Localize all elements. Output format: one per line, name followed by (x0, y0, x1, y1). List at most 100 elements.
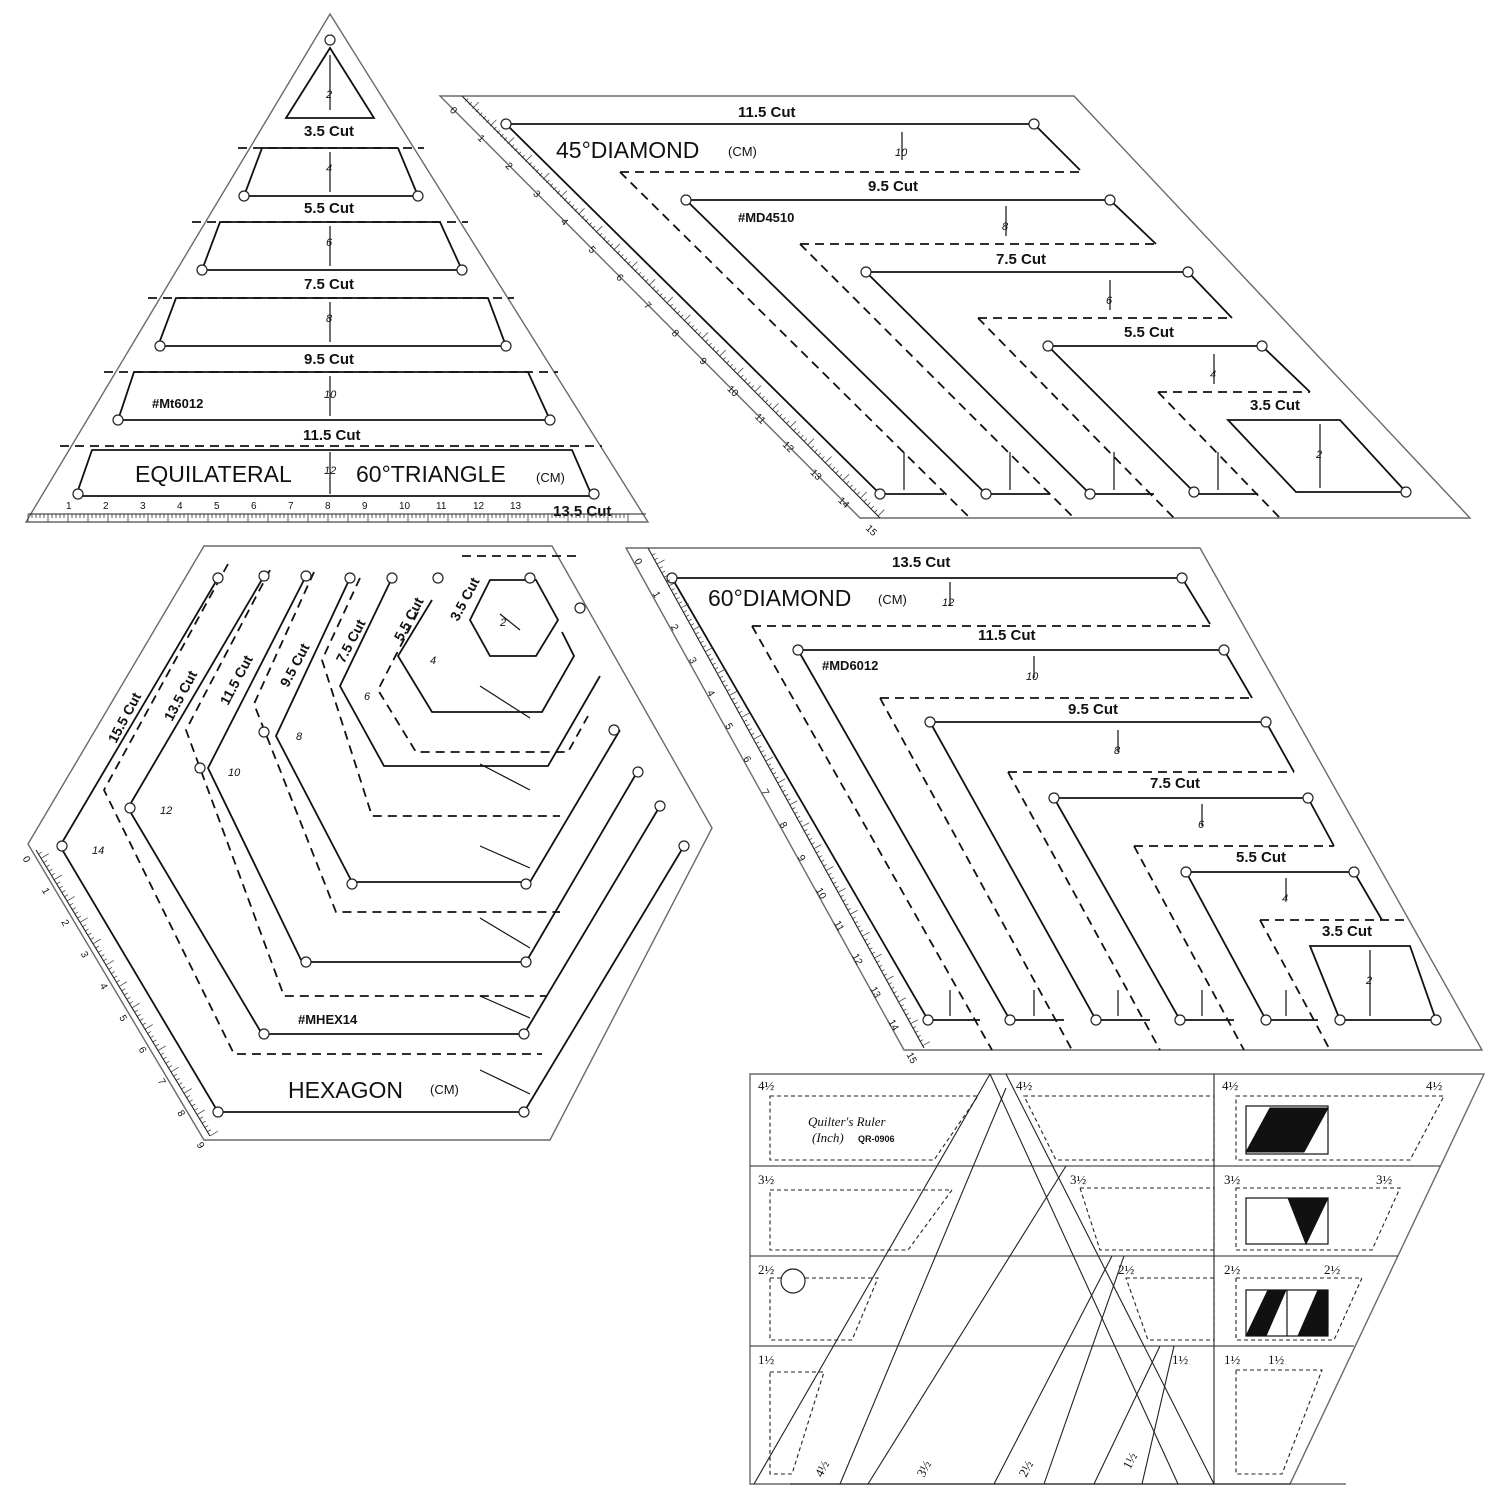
triangle-title: EQUILATERAL (135, 461, 292, 487)
hex-size-14: 14 (92, 845, 104, 857)
frac-1-5-d: 1½ (1268, 1352, 1285, 1367)
triangle-tick-label: 6 (251, 501, 257, 512)
diamond60-unit: (CM) (878, 592, 907, 607)
triangle-size-4: 4 (326, 163, 332, 175)
frac-2-5-a: 2½ (758, 1262, 775, 1277)
diamond-45-ruler: 11.5 Cut 9.5 Cut 7.5 Cut 5.5 Cut 3.5 Cut… (438, 95, 1472, 539)
diamond60-tick-label: 8 (777, 820, 790, 831)
triangle-cut-7-5: 7.5 Cut (304, 276, 354, 293)
diamond60-tick-label: 2 (668, 623, 681, 634)
diamond45-title: 45°DIAMOND (556, 137, 699, 163)
frac-2-5-c: 2½ (1224, 1262, 1241, 1277)
diamond60-tick-label: 1 (650, 590, 663, 601)
frac-1-5-b: 1½ (1172, 1352, 1189, 1367)
diamond45-cut-11-5: 11.5 Cut (738, 104, 796, 121)
hexagon-tick-label: 2 (58, 918, 71, 929)
diamond60-cut-7-5: 7.5 Cut (1150, 775, 1200, 792)
diamond60-cut-13-5: 13.5 Cut (892, 554, 950, 571)
diamond60-size-2: 2 (1365, 975, 1372, 987)
hex-size-8: 8 (296, 731, 303, 743)
frac-4-5-diag: 4½ (811, 1458, 832, 1480)
triangle-cut-11-5: 11.5 Cut (303, 427, 361, 444)
triangle-tick-label: 7 (288, 501, 294, 512)
frac-3-5-b: 3½ (1070, 1172, 1087, 1187)
diamond60-tick-label: 13 (867, 985, 882, 1000)
triangle-tick-label: 9 (362, 501, 368, 512)
diamond60-size-4: 4 (1282, 893, 1288, 905)
diamond45-cut-7-5: 7.5 Cut (996, 251, 1046, 268)
frac-4-5-b: 4½ (1016, 1078, 1033, 1093)
triangle-tick-label: 3 (140, 501, 146, 512)
hexagon-outline (27, 545, 713, 1141)
hexagon-ruler-labels: 0 1 2 3 4 5 6 7 8 9 (20, 854, 207, 1151)
diamond60-size-8: 8 (1114, 745, 1121, 757)
hexagon-tick-label: 4 (97, 982, 110, 993)
triangle-cut-13-5: 13.5 Cut (553, 503, 611, 520)
diamond60-tick-label: 6 (740, 754, 753, 765)
triangle-size-10: 10 (324, 389, 337, 401)
hex-size-10: 10 (228, 767, 241, 779)
diamond45-cut-5-5: 5.5 Cut (1124, 324, 1174, 341)
frac-1-5-a: 1½ (758, 1352, 775, 1367)
hexagon-tick-label: 6 (136, 1045, 149, 1056)
diamond60-tick-label: 10 (813, 886, 828, 901)
quilters-unit: (Inch) (812, 1130, 844, 1145)
diamond60-tick-label: 5 (722, 721, 735, 732)
triangle-cut-9-5: 9.5 Cut (304, 351, 354, 368)
diamond60-tick-label: 9 (795, 853, 808, 864)
diamond45-cut-9-5: 9.5 Cut (868, 178, 918, 195)
frac-1-5-diag: 1½ (1119, 1450, 1140, 1472)
triangle-tick-label: 8 (325, 501, 331, 512)
quilters-code: QR-0906 (858, 1134, 895, 1144)
hexagon-tick-label: 1 (39, 886, 52, 897)
triangle-tick-label: 13 (510, 501, 522, 512)
parallelogram-pair-swatch-icon (1245, 1289, 1329, 1337)
quilters-name: Quilter's Ruler (808, 1114, 886, 1129)
diamond60-cut-3-5: 3.5 Cut (1322, 923, 1372, 940)
triangle-cut-3-5: 3.5 Cut (304, 123, 354, 140)
diamond60-tick-label: 15 (904, 1051, 919, 1066)
half-triangle-swatch-icon (1245, 1197, 1329, 1246)
triangle-tick-label: 11 (436, 501, 447, 512)
diamond60-title: 60°DIAMOND (708, 585, 851, 611)
triangle-code: #Mt6012 (152, 396, 203, 411)
hex-size-4: 4 (430, 655, 436, 667)
diamond-45-outline (438, 95, 1472, 519)
frac-1-5-c: 1½ (1224, 1352, 1241, 1367)
diamond45-unit: (CM) (728, 144, 757, 159)
diamond60-cut-9-5: 9.5 Cut (1068, 701, 1118, 718)
diamond45-size-4: 4 (1210, 369, 1216, 381)
hexagon-tick-label: 5 (116, 1013, 129, 1024)
hex-size-12: 12 (160, 805, 172, 817)
triangle-ruler: 2 4 6 8 10 12 3.5 Cut 5.5 Cut 7.5 Cut 9.… (24, 12, 650, 523)
triangle-tick-label: 2 (103, 501, 109, 512)
triangle-size-2: 2 (325, 89, 332, 101)
frac-4-5-c: 4½ (1222, 1078, 1239, 1093)
diamond60-tick-label: 14 (885, 1018, 900, 1033)
hexagon-code: #MHEX14 (298, 1012, 358, 1027)
frac-4-5-a: 4½ (758, 1078, 775, 1093)
diamond60-size-12: 12 (942, 597, 954, 609)
diamond60-tick-label: 0 (632, 557, 645, 568)
frac-3-5-d: 3½ (1376, 1172, 1393, 1187)
diamond60-size-6: 6 (1198, 819, 1205, 831)
hexagon-tick-label: 7 (155, 1077, 168, 1088)
triangle-unit: (CM) (536, 470, 565, 485)
diamond60-size-10: 10 (1026, 671, 1039, 683)
diamond45-code: #MD4510 (738, 210, 794, 225)
triangle-tick-label: 5 (214, 501, 220, 512)
diamond60-tick-label: 3 (686, 656, 699, 667)
triangle-tick-label: 4 (177, 501, 183, 512)
hexagon-tick-label: 3 (78, 950, 91, 961)
quilters-ruler: 4½ 4½ 4½ 4½ 3½ 3½ 3½ 3½ 2½ 2½ 2½ 2½ 1½ 1… (749, 1073, 1486, 1485)
hexagon-tick-label: 8 (174, 1109, 187, 1120)
triangle-size-6: 6 (326, 237, 333, 249)
hexagon-tick-label: 9 (194, 1140, 207, 1151)
hexagon-tick-label: 0 (20, 854, 33, 865)
hex-size-2: 2 (499, 617, 506, 629)
diamond45-size-6: 6 (1106, 295, 1113, 307)
triangle-tick-label: 1 (66, 501, 72, 512)
frac-3-5-diag: 3½ (913, 1458, 934, 1480)
